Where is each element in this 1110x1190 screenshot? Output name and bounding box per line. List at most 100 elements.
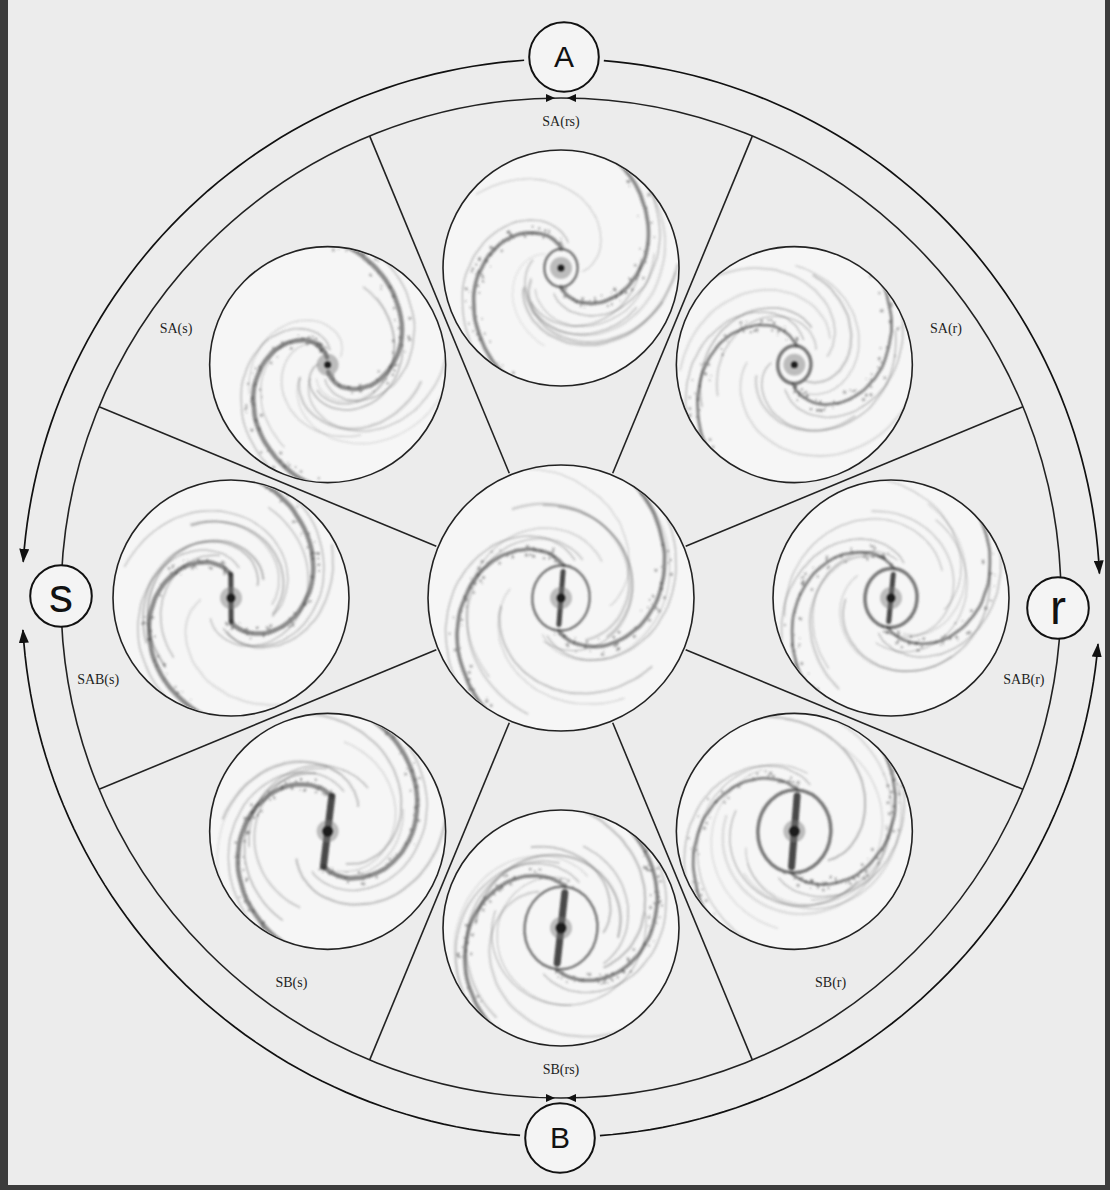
- star-dot: [317, 788, 319, 790]
- star-dot: [907, 642, 911, 646]
- star-dot: [470, 587, 473, 590]
- star-dot: [611, 972, 614, 975]
- galaxy-body: [446, 468, 676, 723]
- star-dot: [897, 639, 899, 641]
- spiral-arm: [456, 864, 579, 1004]
- star-dot: [869, 393, 871, 395]
- star-dot: [886, 801, 890, 805]
- star-dot: [810, 588, 813, 591]
- star-dot: [598, 638, 600, 640]
- star-dot: [483, 896, 486, 899]
- star-dot: [317, 563, 321, 567]
- star-dot: [460, 618, 463, 621]
- star-dot: [193, 564, 197, 568]
- star-dot: [794, 650, 796, 652]
- star-dot: [780, 780, 784, 784]
- star-dot: [330, 790, 333, 793]
- star-dot: [567, 880, 569, 882]
- star-dot: [284, 781, 287, 784]
- star-dot: [481, 280, 484, 283]
- star-dot: [799, 638, 800, 639]
- star-dot: [486, 697, 487, 698]
- star-dot: [298, 335, 300, 337]
- star-dot: [292, 520, 296, 524]
- star-dot: [260, 810, 263, 813]
- star-dot: [374, 258, 377, 261]
- star-dot: [883, 631, 885, 633]
- star-dot: [832, 407, 834, 409]
- galaxy-sketches: [113, 150, 1009, 1046]
- star-dot: [243, 900, 246, 903]
- star-dot: [772, 775, 775, 778]
- star-dot: [252, 816, 255, 819]
- star-dot: [502, 239, 504, 241]
- star-dot: [849, 882, 852, 885]
- star-dot: [385, 378, 387, 380]
- star-dot: [658, 891, 660, 893]
- star-dot: [470, 933, 473, 936]
- star-dot: [778, 329, 780, 331]
- star-dot: [249, 637, 251, 639]
- star-dot: [196, 567, 198, 569]
- star-dot: [533, 549, 536, 552]
- star-dot: [190, 699, 191, 700]
- star-dot: [307, 532, 310, 535]
- star-dot: [531, 232, 534, 235]
- galaxy: [676, 247, 912, 483]
- spiral-arm: [700, 308, 811, 406]
- star-dot: [244, 863, 245, 864]
- star-dot: [696, 416, 698, 418]
- star-dot: [246, 895, 248, 897]
- star-dot: [206, 558, 209, 561]
- nucleus-halo: [550, 257, 572, 279]
- star-dot: [473, 933, 474, 934]
- star-dot: [829, 877, 831, 879]
- star-dot: [414, 844, 415, 845]
- star-dot: [765, 770, 767, 772]
- spiral-arm: [510, 468, 629, 605]
- star-dot: [534, 871, 537, 874]
- star-dot: [418, 804, 420, 806]
- inner-ring-structure: [520, 883, 601, 973]
- star-dot: [489, 245, 493, 249]
- star-dot: [823, 884, 825, 886]
- star-dot: [291, 623, 295, 627]
- star-dot: [564, 883, 567, 886]
- star-dot: [467, 987, 469, 989]
- star-dot: [398, 336, 401, 339]
- star-dot: [620, 300, 621, 301]
- star-dot: [475, 263, 478, 266]
- star-dot: [634, 626, 636, 628]
- star-dot: [182, 565, 185, 568]
- star-dot: [620, 290, 622, 292]
- galaxy: [676, 704, 912, 949]
- star-dot: [849, 389, 851, 391]
- star-dot: [661, 904, 664, 907]
- star-dot: [994, 585, 996, 587]
- star-dot: [392, 856, 394, 858]
- star-dot: [874, 547, 877, 550]
- galaxy: [113, 475, 349, 721]
- star-dot: [260, 922, 263, 925]
- star-dot: [143, 621, 146, 624]
- star-dot: [256, 814, 259, 817]
- star-dot: [876, 857, 879, 860]
- star-dot: [599, 974, 601, 976]
- star-dot: [493, 247, 496, 250]
- star-dot: [648, 619, 651, 622]
- star-dot: [870, 385, 873, 388]
- star-dot: [397, 327, 400, 330]
- spiral-arm: [299, 378, 421, 429]
- star-dot: [559, 878, 562, 881]
- star-dot: [465, 950, 468, 953]
- spiral-arm: [879, 545, 1001, 657]
- star-dot: [647, 606, 649, 608]
- star-dot: [793, 386, 796, 389]
- star-dot: [157, 655, 160, 658]
- star-dot: [866, 378, 868, 380]
- type-label: SB(rs): [543, 1062, 580, 1077]
- star-dot: [469, 306, 471, 308]
- star-dot: [413, 762, 415, 764]
- star-dot: [954, 622, 956, 624]
- star-dot: [557, 976, 559, 978]
